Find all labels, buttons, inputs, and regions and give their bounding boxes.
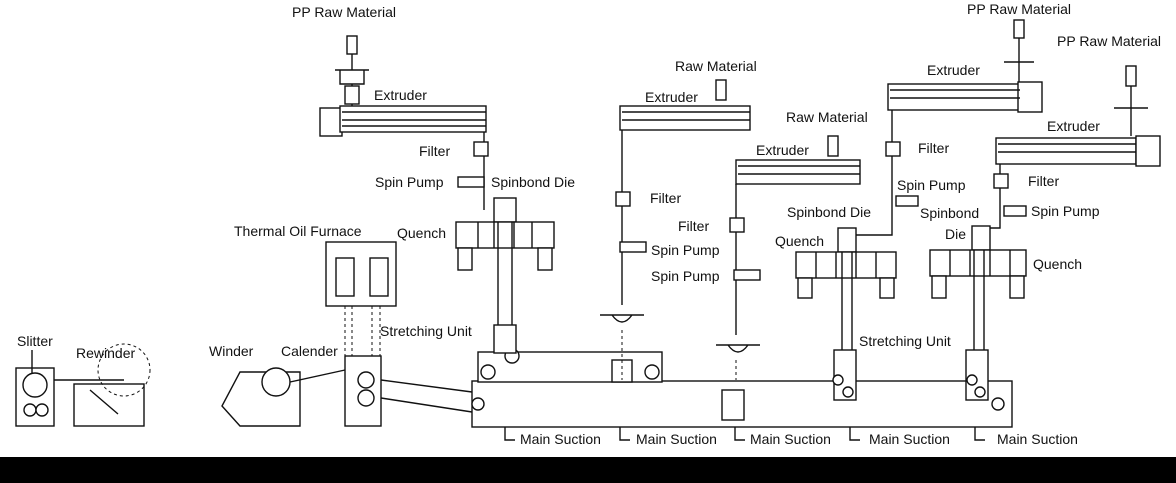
label-stretching-unit: Stretching Unit bbox=[859, 333, 951, 349]
label-spin-pump: Spin Pump bbox=[1031, 203, 1100, 219]
label-main-suction: Main Suction bbox=[869, 431, 950, 447]
calender-unit bbox=[344, 355, 473, 427]
extrusion-line-2 bbox=[600, 79, 751, 380]
label-die: Die bbox=[945, 226, 966, 242]
label-filter: Filter bbox=[678, 218, 709, 234]
label-spinbond: Spinbond bbox=[920, 205, 979, 221]
label-winder: Winder bbox=[209, 343, 254, 359]
label-stretching-unit: Stretching Unit bbox=[380, 323, 472, 339]
label-extruder: Extruder bbox=[374, 87, 427, 103]
winder-unit bbox=[221, 367, 346, 427]
label-main-suction: Main Suction bbox=[636, 431, 717, 447]
slitter-unit bbox=[15, 350, 55, 427]
label-extruder: Extruder bbox=[927, 62, 980, 78]
label-raw-material: Raw Material bbox=[675, 58, 757, 74]
rewinder-unit bbox=[54, 343, 151, 427]
label-quench: Quench bbox=[775, 233, 824, 249]
label-filter: Filter bbox=[419, 143, 450, 159]
label-pp-raw-material: PP Raw Material bbox=[1057, 33, 1161, 49]
extrusion-line-4 bbox=[795, 19, 1043, 401]
label-thermal-oil-furnace: Thermal Oil Furnace bbox=[234, 223, 362, 239]
extrusion-line-5 bbox=[929, 65, 1161, 401]
label-filter: Filter bbox=[1028, 173, 1059, 189]
label-quench: Quench bbox=[1033, 256, 1082, 272]
label-spin-pump: Spin Pump bbox=[651, 268, 720, 284]
label-spin-pump: Spin Pump bbox=[651, 242, 720, 258]
label-quench: Quench bbox=[397, 225, 446, 241]
label-extruder: Extruder bbox=[1047, 118, 1100, 134]
label-pp-raw-material: PP Raw Material bbox=[967, 1, 1071, 17]
label-raw-material: Raw Material bbox=[786, 109, 868, 125]
label-spinbond-die: Spinbond Die bbox=[491, 174, 575, 190]
label-spin-pump: Spin Pump bbox=[375, 174, 444, 190]
label-main-suction: Main Suction bbox=[750, 431, 831, 447]
thermal-oil-furnace bbox=[325, 241, 397, 356]
label-main-suction: Main Suction bbox=[997, 431, 1078, 447]
label-extruder: Extruder bbox=[756, 142, 809, 158]
label-rewinder: Rewinder bbox=[76, 345, 135, 361]
label-extruder: Extruder bbox=[645, 89, 698, 105]
label-filter: Filter bbox=[650, 190, 681, 206]
extrusion-line-3 bbox=[716, 135, 861, 380]
label-calender: Calender bbox=[281, 343, 338, 359]
label-pp-raw-material: PP Raw Material bbox=[292, 4, 396, 20]
bottom-black-bar bbox=[0, 457, 1176, 483]
label-filter: Filter bbox=[918, 140, 949, 156]
label-main-suction: Main Suction bbox=[520, 431, 601, 447]
label-spinbond-die: Spinbond Die bbox=[787, 204, 871, 220]
label-slitter: Slitter bbox=[17, 333, 53, 349]
label-spin-pump: Spin Pump bbox=[897, 177, 966, 193]
extrusion-line-1 bbox=[319, 35, 555, 354]
